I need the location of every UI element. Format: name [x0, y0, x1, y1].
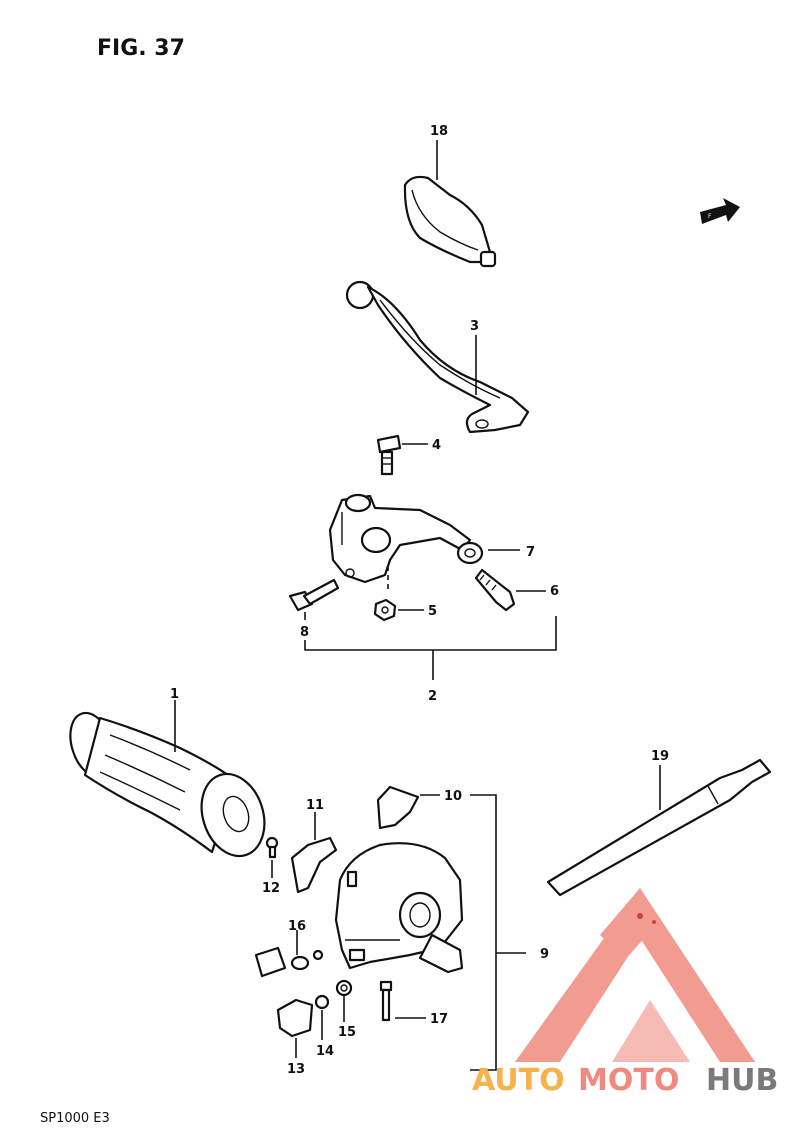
part-6-screw — [474, 568, 516, 612]
callout-8: 8 — [300, 625, 309, 640]
figure-title: FIG. 37 — [97, 36, 185, 61]
front-arrow-icon: F — [700, 198, 740, 224]
callout-12: 12 — [262, 881, 280, 896]
callout-19: 19 — [651, 749, 669, 764]
part-17-screw — [379, 980, 393, 1022]
part-12-screw — [265, 836, 279, 859]
part-3-lever — [345, 280, 530, 434]
model-code: SP1000 E3 — [40, 1111, 110, 1126]
callout-2: 2 — [428, 689, 437, 704]
part-9-switch-housing — [334, 842, 464, 974]
watermark-logo — [515, 888, 755, 1062]
callout-5: 5 — [428, 604, 437, 619]
part-4-pivot-bolt — [376, 434, 402, 476]
part-1-grip — [69, 711, 266, 858]
part-16-connector — [254, 946, 324, 978]
part-5-nut — [373, 598, 397, 622]
callout-1: 1 — [170, 687, 179, 702]
part-2-lever-holder — [328, 493, 472, 584]
part-14-knob — [314, 994, 330, 1010]
part-7-washer — [456, 541, 484, 565]
callout-9: 9 — [540, 947, 549, 962]
callout-6: 6 — [550, 584, 559, 599]
callout-16: 16 — [288, 919, 306, 934]
callout-4: 4 — [432, 438, 441, 453]
part-8-bolt — [288, 578, 340, 612]
part-11-cover — [290, 836, 338, 894]
callout-17: 17 — [430, 1012, 448, 1027]
callout-11: 11 — [306, 798, 324, 813]
callout-7: 7 — [526, 545, 535, 560]
part-13-switch-block — [276, 998, 314, 1038]
callout-10: 10 — [444, 789, 462, 804]
part-18-lever-cover — [403, 175, 497, 268]
watermark-text-hub: HUB — [706, 1063, 778, 1098]
callout-18: 18 — [430, 124, 448, 139]
watermark-text-moto: MOTO — [578, 1063, 679, 1098]
callout-14: 14 — [316, 1044, 334, 1059]
callout-3: 3 — [470, 319, 479, 334]
part-19-cable-tie — [546, 758, 772, 897]
watermark-text-auto: AUTO — [472, 1063, 565, 1098]
part-10-cap — [376, 785, 420, 830]
part-15-spring — [335, 979, 353, 997]
callout-15: 15 — [338, 1025, 356, 1040]
svg-text:F: F — [708, 213, 712, 220]
callout-13: 13 — [287, 1062, 305, 1077]
